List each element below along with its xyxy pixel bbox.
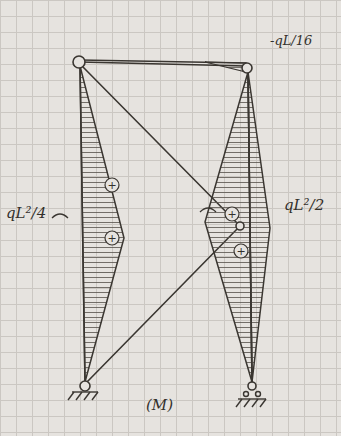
- sign-symbol: +: [107, 233, 116, 244]
- diagram-caption: (M): [146, 398, 173, 413]
- moment-value: qL²/4: [6, 206, 46, 221]
- moment-value: qL²/2: [284, 198, 324, 213]
- moment-value: -qL/16: [270, 34, 312, 47]
- sign-symbol: +: [227, 209, 236, 220]
- sign-symbol: +: [107, 180, 116, 191]
- sign-symbol: +: [236, 246, 245, 257]
